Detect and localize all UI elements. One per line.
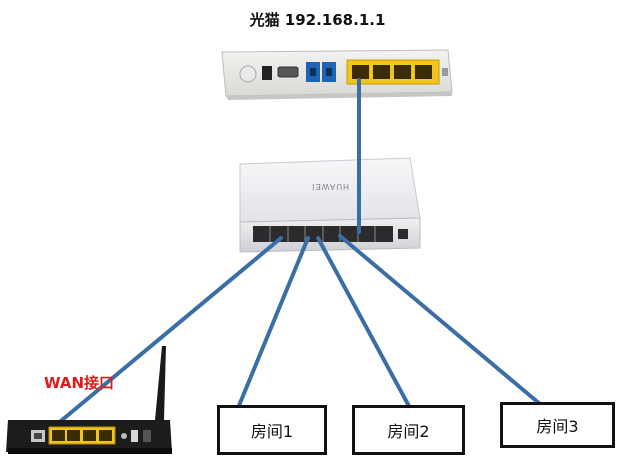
room-box: 房间2 xyxy=(352,405,465,455)
room-label: 房间3 xyxy=(536,417,579,436)
router-antenna xyxy=(155,346,166,420)
cable-switch-to-router xyxy=(36,236,283,442)
cable-switch-to-room1 xyxy=(236,236,310,410)
room-box: 房间3 xyxy=(500,402,615,448)
room-box: 房间1 xyxy=(217,405,327,455)
switch-brand: HUAWEI xyxy=(311,182,349,191)
room-label: 房间2 xyxy=(387,422,430,441)
room-label: 房间1 xyxy=(250,422,294,441)
lan-port-icon xyxy=(52,430,65,441)
lan-port-icon xyxy=(373,65,390,79)
lan-port-icon xyxy=(394,65,411,79)
cables xyxy=(36,78,542,442)
reset-button-icon xyxy=(121,433,127,439)
network-switch: HUAWEI xyxy=(239,157,421,253)
optical-modem xyxy=(221,49,453,100)
usb-port-icon xyxy=(277,66,299,78)
power-switch-icon xyxy=(143,430,151,442)
power-jack-icon xyxy=(131,430,138,442)
lan-port-icon xyxy=(352,65,369,79)
switch-power-jack-icon xyxy=(398,229,408,239)
lan-port-icon xyxy=(99,430,112,441)
phone-ports xyxy=(306,62,336,82)
router-lan-ports xyxy=(48,426,116,445)
cable-switch-to-room2 xyxy=(316,236,412,410)
power-button-icon xyxy=(239,65,257,83)
lan-port-icon xyxy=(415,65,432,79)
modem-lan-ports xyxy=(346,59,440,85)
lan-port-icon xyxy=(67,430,80,441)
wan-port-label: WAN接口 xyxy=(44,374,115,392)
lan-port-icon xyxy=(83,430,96,441)
power-jack-icon xyxy=(262,66,272,80)
cable-switch-to-room3 xyxy=(338,234,542,406)
wireless-router xyxy=(6,346,172,454)
modem-label: 光猫 192.168.1.1 xyxy=(249,11,386,29)
